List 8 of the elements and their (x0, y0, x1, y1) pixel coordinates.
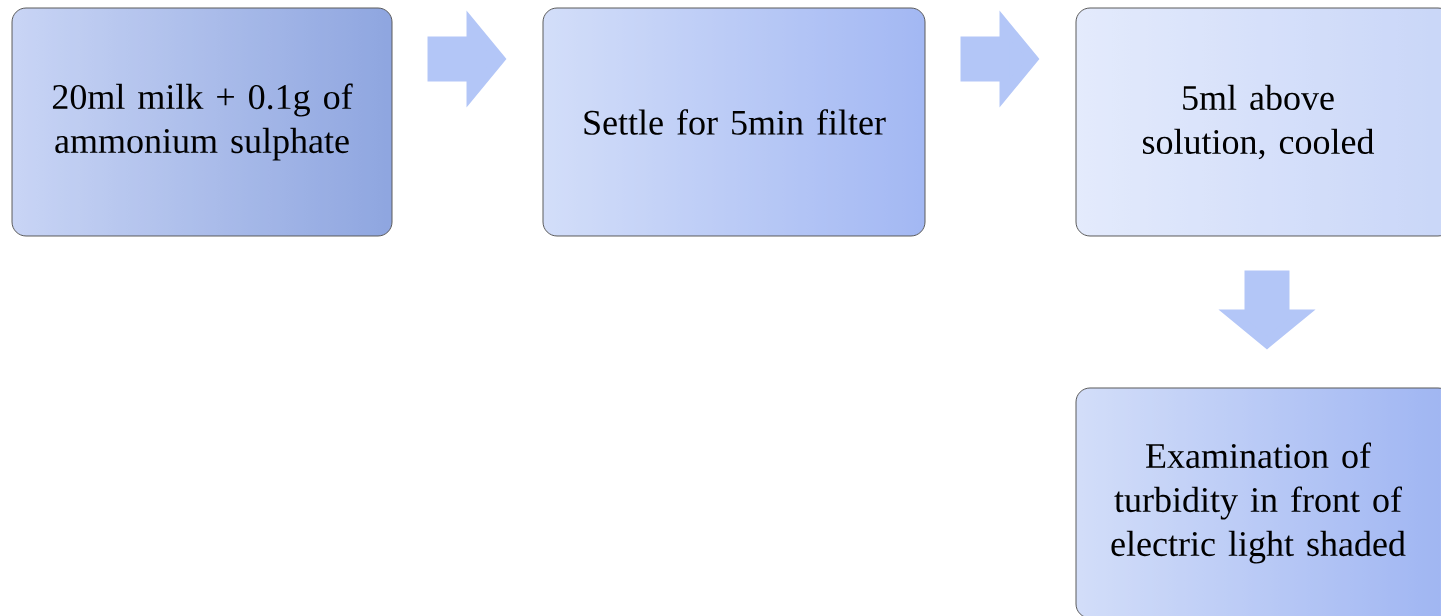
box-text: Examination of turbidity in front of electric light shaded (1111, 442, 1406, 564)
process-box (1075, 387, 1441, 616)
box-text: 5ml above solution, cooled (1143, 84, 1375, 160)
process-box (542, 7, 926, 237)
process-box (1075, 7, 1441, 237)
box-text: Settle for 5min filter (584, 109, 886, 135)
process-box (11, 7, 393, 237)
box-text: 20ml milk + 0.1g of ammonium sulphate (52, 83, 353, 161)
